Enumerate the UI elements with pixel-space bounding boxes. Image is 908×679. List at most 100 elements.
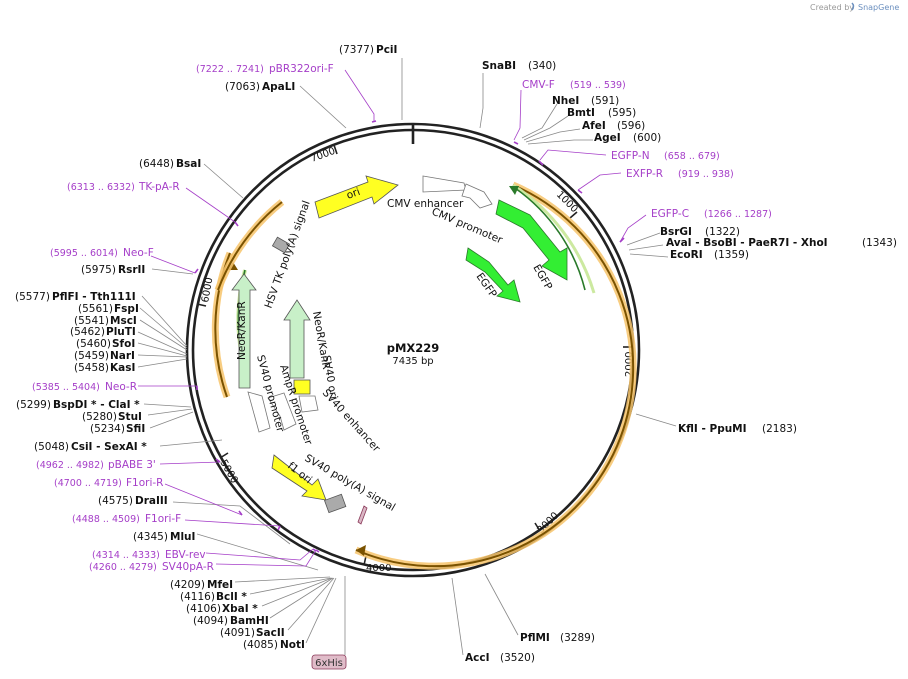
site-name-draiii[interactable]: DraIII	[135, 495, 168, 507]
cmv-enhancer-label: CMV enhancer	[387, 198, 464, 210]
site-name-csii[interactable]: CsiI - SexAI *	[71, 441, 147, 453]
site-pos-agei: (600)	[633, 132, 661, 144]
site-name-nhei[interactable]: NheI	[552, 95, 579, 107]
site-name-xbai[interactable]: XbaI *	[222, 603, 258, 615]
tick-3000	[534, 522, 541, 532]
site-name-rsrii[interactable]: RsrII	[118, 264, 145, 276]
site-pos-mlui: (4345)	[133, 531, 168, 543]
site-pos-fspi: (5561)	[78, 303, 113, 315]
site-pos-sfoi: (5460)	[76, 338, 111, 350]
site-pos-pcii: (7377)	[339, 44, 374, 56]
primer-name-f1ori-r[interactable]: F1ori-R	[126, 477, 163, 489]
site-name-kfli[interactable]: KflI - PpuMI	[678, 423, 747, 435]
site-name-apali[interactable]: ApaLI	[262, 81, 295, 93]
site-pos-snabi: (340)	[528, 60, 556, 72]
cmv-enhancer-feature[interactable]	[422, 175, 467, 193]
tick-label-7000: 7000	[309, 146, 337, 165]
site-pos-apali: (7063)	[225, 81, 260, 93]
site-name-mfei[interactable]: MfeI	[207, 579, 233, 591]
orf-main-arrowhead	[356, 545, 366, 556]
sv40-polya-feature[interactable]	[323, 493, 347, 514]
neo-outer-feature[interactable]	[231, 273, 257, 389]
primer-name-neo-r[interactable]: Neo-R	[105, 381, 137, 393]
primer-name-pbabe-3[interactable]: pBABE 3'	[108, 459, 156, 471]
site-pos-bsai: (6448)	[139, 158, 174, 170]
orf-egfp-inner-arc	[514, 187, 586, 291]
ori-label: ori	[345, 186, 362, 202]
site-name-noti[interactable]: NotI	[280, 639, 305, 651]
site-name-bmti[interactable]: BmtI	[567, 107, 595, 119]
primer-name-exfp-r[interactable]: EXFP-R	[626, 168, 663, 180]
site-pos-clai: (5299)	[16, 399, 51, 411]
sv40-ori-feature[interactable]	[293, 379, 311, 395]
primer-name-egfp-c[interactable]: EGFP-C	[651, 208, 689, 220]
site-name-sfii[interactable]: SfiI	[126, 423, 145, 435]
site-name-bsrgi[interactable]: BsrGI	[660, 226, 692, 238]
site-name-tth111i[interactable]: PflFI - Tth111I	[52, 291, 136, 303]
primer-range-neo-r: (5385 .. 5404)	[32, 382, 100, 393]
primer-name-neo-f[interactable]: Neo-F	[123, 247, 154, 259]
primer-name-sv40pa-r[interactable]: SV40pA-R	[162, 561, 214, 573]
snapgene-logo-icon	[851, 2, 855, 11]
site-name-clai[interactable]: BspDI * - ClaI *	[53, 399, 140, 411]
site-name-ecori[interactable]: EcoRI	[670, 249, 703, 261]
primer-markers	[194, 120, 625, 553]
site-name-acci[interactable]: AccI	[465, 652, 489, 664]
site-name-kasi[interactable]: KasI	[110, 362, 135, 374]
site-pos-xbai: (4106)	[186, 603, 221, 615]
egfp-outer-feature[interactable]	[495, 199, 568, 281]
egfp-inner-feature[interactable]	[465, 247, 521, 303]
ampr-promoter-feature[interactable]	[267, 392, 297, 431]
site-name-pcii[interactable]: PciI	[376, 44, 397, 56]
cmv-promoter-feature[interactable]	[461, 183, 493, 209]
site-name-msci[interactable]: MscI	[110, 315, 137, 327]
primer-range-neo-f: (5995 .. 6014)	[50, 248, 118, 259]
site-name-bcli[interactable]: BclI *	[216, 591, 247, 603]
hsv-tk-polya-feature[interactable]	[271, 236, 291, 254]
sv40-promoter-feature[interactable]	[247, 391, 271, 433]
primer-name-pbr322ori-f[interactable]: pBR322ori-F	[269, 63, 334, 75]
primer-name-egfp-n[interactable]: EGFP-N	[611, 150, 650, 162]
site-name-pluti[interactable]: PluTI	[106, 326, 136, 338]
tick-label-6000: 6000	[200, 277, 215, 304]
neo-outer-label: NeoR/KanR	[236, 301, 248, 360]
site-name-mlui[interactable]: MluI	[170, 531, 195, 543]
primer-range-pbabe-3: (4962 .. 4982)	[36, 460, 104, 471]
site-pos-bcli: (4116)	[180, 591, 215, 603]
site-name-fspi[interactable]: FspI	[114, 303, 139, 315]
site-pos-mfei: (4209)	[170, 579, 205, 591]
primer-name-cmv-f[interactable]: CMV-F	[522, 79, 555, 91]
site-name-afei[interactable]: AfeI	[582, 120, 606, 132]
tick-7000	[333, 144, 338, 155]
site-pos-nari: (5459)	[74, 350, 109, 362]
primer-name-f1ori-f[interactable]: F1ori-F	[145, 513, 181, 525]
site-name-bamhi[interactable]: BamHI	[230, 615, 269, 627]
site-name-snabi[interactable]: SnaBI	[482, 60, 516, 72]
site-pos-sfii: (5234)	[90, 423, 125, 435]
site-name-sfoi[interactable]: SfoI	[112, 338, 135, 350]
site-pos-nhei: (591)	[591, 95, 619, 107]
f1-ori-feature[interactable]	[271, 454, 327, 501]
orf-egfp-inner-arrowhead	[509, 186, 519, 195]
ori-feature[interactable]	[314, 175, 399, 219]
feature-arrows	[231, 175, 568, 525]
primer-name-ebv-rev[interactable]: EBV-rev	[165, 549, 206, 561]
site-name-stui[interactable]: StuI	[118, 411, 142, 423]
site-name-xhoi-group[interactable]: AvaI - BsoBI - PaeR7I - XhoI	[666, 237, 828, 249]
cmv-promoter-label: CMV promoter	[430, 206, 505, 247]
site-name-bsai[interactable]: BsaI	[176, 158, 201, 170]
neo-inner-feature[interactable]	[283, 299, 311, 379]
primer-range-f1ori-f: (4488 .. 4509)	[72, 514, 140, 525]
sv40-enhancer-feature[interactable]	[298, 395, 319, 413]
site-name-sacii[interactable]: SacII	[256, 627, 285, 639]
site-pos-pluti: (5462)	[70, 326, 105, 338]
site-pos-sacii: (4091)	[220, 627, 255, 639]
site-name-agei[interactable]: AgeI	[594, 132, 621, 144]
site-name-pflmi[interactable]: PflMI	[520, 632, 550, 644]
enzyme-leader-lines	[137, 58, 677, 656]
site-name-nari[interactable]: NarI	[110, 350, 135, 362]
his-tag-badge[interactable]	[311, 654, 347, 670]
primer-name-tk-pa-r[interactable]: TK-pA-R	[138, 181, 180, 193]
site-pos-bmti: (595)	[608, 107, 636, 119]
tick-6000	[196, 303, 207, 307]
